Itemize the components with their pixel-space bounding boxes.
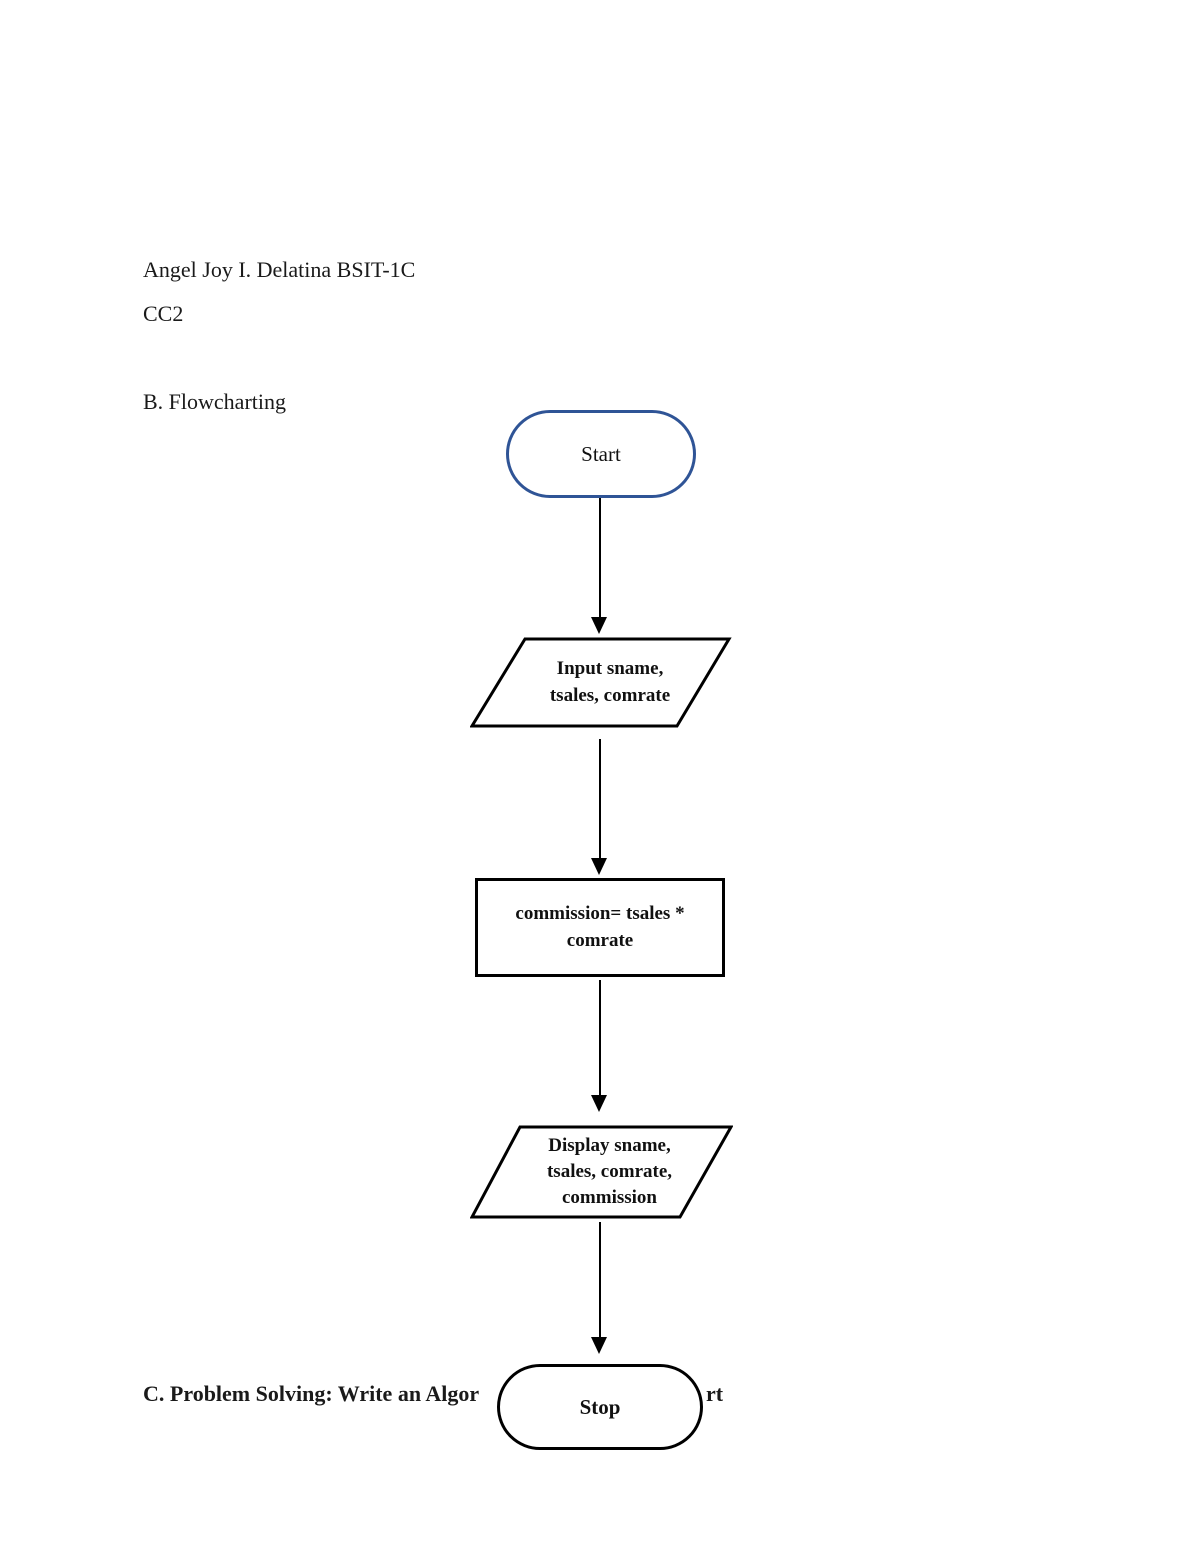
parallelogram-shape — [470, 637, 732, 728]
course-code-line: CC2 — [143, 301, 184, 326]
parallelogram-shape — [470, 1125, 733, 1219]
section-c-heading-suffix: rt — [706, 1381, 724, 1406]
connector-line-process-to-display — [599, 980, 601, 1095]
stop-label: Stop — [579, 1394, 621, 1419]
flowchart-display-parallelogram: Display sname, tsales, comrate, commissi… — [470, 1125, 733, 1219]
arrowhead-icon — [591, 617, 607, 634]
process-text-line2: comrate — [566, 929, 634, 951]
arrowhead-icon — [591, 1337, 607, 1354]
display-text-line2: tsales, comrate, — [546, 1160, 673, 1182]
input-text-line1: Input sname, — [556, 658, 664, 680]
process-text-line1: commission= tsales * — [515, 903, 685, 925]
arrowhead-icon — [591, 858, 607, 875]
start-label: Start — [581, 441, 621, 466]
connector-line-start-to-input — [599, 498, 601, 618]
flowchart-stop-terminator: Stop — [497, 1364, 703, 1450]
flowchart-input-parallelogram: Input sname, tsales, comrate — [470, 637, 732, 728]
arrowhead-icon — [591, 1095, 607, 1112]
flowchart-process-rectangle: commission= tsales * comrate — [475, 878, 725, 977]
student-name-line: Angel Joy I. Delatina BSIT-1C — [143, 257, 416, 282]
connector-line-input-to-process — [599, 739, 601, 858]
section-b-heading: B. Flowcharting — [143, 389, 286, 414]
connector-line-display-to-stop — [599, 1222, 601, 1337]
input-text-line2: tsales, comrate — [549, 684, 671, 706]
display-text-line1: Display sname, — [548, 1134, 671, 1156]
display-text-line3: commission — [562, 1187, 657, 1209]
section-c-heading-prefix: C. Problem Solving: Write an Algor — [143, 1381, 480, 1406]
flowchart-start-terminator: Start — [506, 410, 696, 498]
